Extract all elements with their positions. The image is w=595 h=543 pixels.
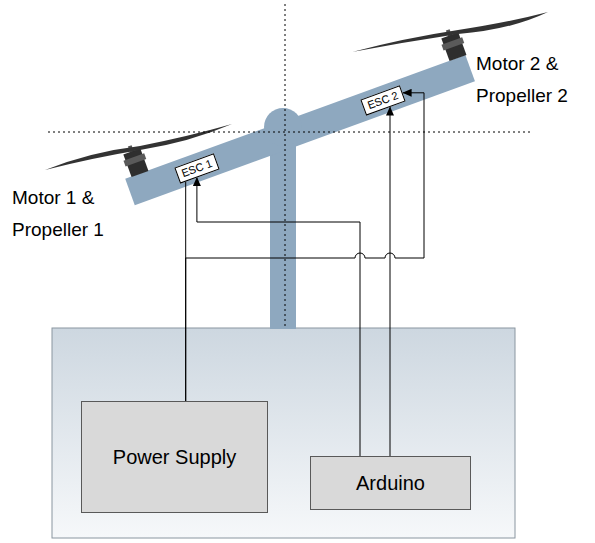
arduino-box: Arduino [310, 456, 471, 510]
node-text: Power Supply [113, 446, 236, 469]
node-text: Arduino [356, 472, 425, 495]
node-text: ESC 1 [180, 156, 214, 178]
signal-wire [186, 93, 424, 401]
support-pole [270, 130, 296, 329]
node-text: ESC 2 [366, 88, 400, 110]
part-label: Motor 1 & Propeller 1 [12, 182, 124, 246]
base-housing [52, 328, 515, 538]
propeller-2 [352, 12, 548, 52]
signal-wire [390, 107, 391, 457]
esc-box: ESC 1 [174, 153, 219, 183]
rotating-arm [125, 55, 475, 205]
power-supply-box: Power Supply [81, 401, 268, 513]
vertical-axis [285, 4, 286, 328]
part-label: Motor 2 & Propeller 2 [476, 48, 588, 112]
esc-box: ESC 2 [360, 85, 405, 115]
pivot-hub [264, 108, 302, 146]
horizontal-axis [48, 132, 530, 133]
